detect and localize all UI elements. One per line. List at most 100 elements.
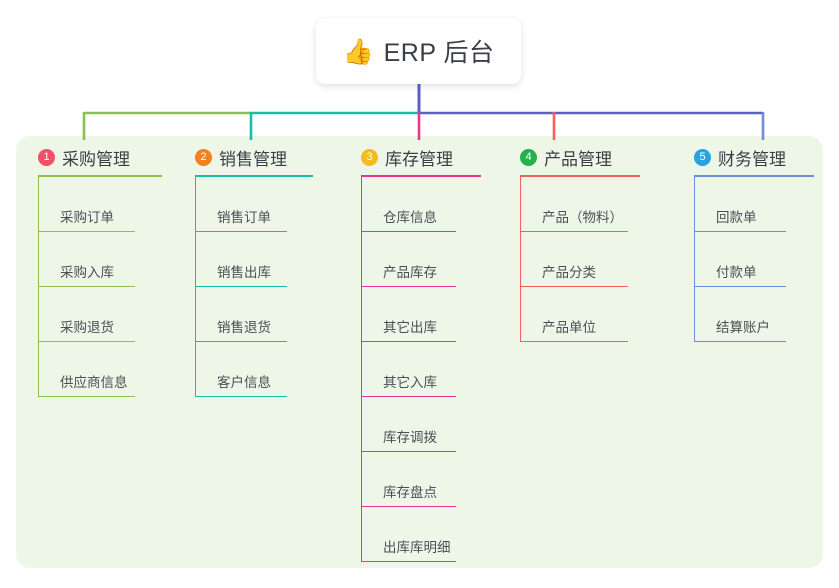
list-item-underline bbox=[38, 396, 135, 397]
list-item-label: 结算账户 bbox=[716, 320, 770, 335]
list-item[interactable]: 客户信息 bbox=[195, 342, 341, 397]
branch-items: 回款单 付款单 结算账户 bbox=[694, 177, 823, 342]
branch-badge: 1 bbox=[38, 148, 55, 166]
branch-underline bbox=[38, 175, 162, 177]
list-item-label: 采购订单 bbox=[60, 210, 114, 225]
list-item-underline bbox=[361, 561, 456, 562]
list-item-underline bbox=[520, 286, 628, 287]
thumbs-up-icon: 👍 bbox=[342, 36, 374, 66]
root-node[interactable]: 👍 ERP 后台 bbox=[316, 18, 521, 84]
branch-items: 采购订单 采购入库 采购退货 供应商信息 bbox=[38, 177, 181, 397]
list-item-underline bbox=[195, 231, 287, 232]
list-item-label: 销售退货 bbox=[217, 320, 271, 335]
list-item[interactable]: 付款单 bbox=[694, 232, 823, 287]
list-item-underline bbox=[38, 341, 135, 342]
branch-header[interactable]: 1 采购管理 bbox=[38, 136, 181, 172]
branch-items: 销售订单 销售出库 销售退货 客户信息 bbox=[195, 177, 341, 397]
branch-columns: 1 采购管理 采购订单 采购入库 采购退货 供应商信 bbox=[16, 136, 823, 568]
branch-header[interactable]: 3 库存管理 bbox=[361, 136, 506, 172]
list-item-underline bbox=[694, 231, 786, 232]
list-item-label: 客户信息 bbox=[217, 375, 271, 390]
list-item-underline bbox=[361, 231, 456, 232]
branch-title: 销售管理 bbox=[219, 149, 287, 169]
branch-title: 库存管理 bbox=[385, 149, 453, 169]
list-item-underline bbox=[361, 451, 456, 452]
list-item-label: 产品单位 bbox=[542, 320, 596, 335]
branch-spine bbox=[195, 177, 196, 397]
branch-column-purchasing: 1 采购管理 采购订单 采购入库 采购退货 供应商信 bbox=[16, 136, 181, 568]
branch-underline bbox=[195, 175, 313, 177]
list-item-label: 供应商信息 bbox=[60, 375, 128, 390]
list-item-label: 库存盘点 bbox=[383, 485, 437, 500]
list-item-underline bbox=[361, 341, 456, 342]
list-item-label: 产品库存 bbox=[383, 265, 437, 280]
list-item-label: 产品分类 bbox=[542, 265, 596, 280]
list-item[interactable]: 销售出库 bbox=[195, 232, 341, 287]
list-item[interactable]: 其它入库 bbox=[361, 342, 506, 397]
list-item[interactable]: 仓库信息 bbox=[361, 177, 506, 232]
branch-badge: 3 bbox=[361, 148, 378, 166]
branch-spine bbox=[694, 177, 695, 342]
list-item-label: 出库库明细 bbox=[383, 540, 451, 555]
list-item-underline bbox=[361, 396, 456, 397]
branch-title: 产品管理 bbox=[544, 149, 612, 169]
root-title: ERP 后台 bbox=[383, 39, 495, 67]
list-item-underline bbox=[361, 506, 456, 507]
list-item-label: 产品（物料） bbox=[542, 210, 623, 225]
list-item-underline bbox=[195, 396, 287, 397]
list-item-underline bbox=[195, 286, 287, 287]
branch-header[interactable]: 2 销售管理 bbox=[195, 136, 341, 172]
list-item[interactable]: 库存调拨 bbox=[361, 397, 506, 452]
list-item-underline bbox=[520, 341, 628, 342]
list-item-label: 其它入库 bbox=[383, 375, 437, 390]
list-item[interactable]: 结算账户 bbox=[694, 287, 823, 342]
list-item[interactable]: 销售订单 bbox=[195, 177, 341, 232]
list-item[interactable]: 回款单 bbox=[694, 177, 823, 232]
branches-panel bbox=[16, 136, 823, 568]
list-item-underline bbox=[520, 231, 628, 232]
list-item[interactable]: 采购退货 bbox=[38, 287, 181, 342]
list-item[interactable]: 出库库明细 bbox=[361, 507, 506, 562]
list-item[interactable]: 采购订单 bbox=[38, 177, 181, 232]
list-item-label: 采购退货 bbox=[60, 320, 114, 335]
branch-column-sales: 2 销售管理 销售订单 销售出库 销售退货 客户信息 bbox=[181, 136, 341, 568]
branch-badge: 2 bbox=[195, 148, 212, 166]
list-item[interactable]: 产品（物料） bbox=[520, 177, 676, 232]
branch-column-finance: 5 财务管理 回款单 付款单 结算账户 bbox=[676, 136, 823, 568]
list-item[interactable]: 采购入库 bbox=[38, 232, 181, 287]
list-item-label: 仓库信息 bbox=[383, 210, 437, 225]
list-item-label: 销售出库 bbox=[217, 265, 271, 280]
list-item[interactable]: 产品分类 bbox=[520, 232, 676, 287]
branch-underline bbox=[694, 175, 814, 177]
list-item[interactable]: 销售退货 bbox=[195, 287, 341, 342]
branch-header[interactable]: 5 财务管理 bbox=[694, 136, 823, 172]
list-item-label: 回款单 bbox=[716, 210, 757, 225]
list-item-label: 其它出库 bbox=[383, 320, 437, 335]
branch-underline bbox=[520, 175, 640, 177]
list-item[interactable]: 供应商信息 bbox=[38, 342, 181, 397]
list-item-label: 库存调拨 bbox=[383, 430, 437, 445]
branch-spine bbox=[520, 177, 521, 342]
branch-spine bbox=[38, 177, 39, 397]
branch-items: 仓库信息 产品库存 其它出库 其它入库 库存调拨 bbox=[361, 177, 506, 562]
list-item-underline bbox=[195, 341, 287, 342]
list-item[interactable]: 产品库存 bbox=[361, 232, 506, 287]
list-item-label: 付款单 bbox=[716, 265, 757, 280]
branch-column-product: 4 产品管理 产品（物料） 产品分类 产品单位 bbox=[506, 136, 676, 568]
list-item-underline bbox=[38, 286, 135, 287]
branch-header[interactable]: 4 产品管理 bbox=[520, 136, 676, 172]
branch-badge: 4 bbox=[520, 148, 537, 166]
list-item-underline bbox=[694, 286, 786, 287]
list-item[interactable]: 库存盘点 bbox=[361, 452, 506, 507]
list-item[interactable]: 其它出库 bbox=[361, 287, 506, 342]
list-item-underline bbox=[361, 286, 456, 287]
list-item-label: 销售订单 bbox=[217, 210, 271, 225]
branch-items: 产品（物料） 产品分类 产品单位 bbox=[520, 177, 676, 342]
list-item-underline bbox=[38, 231, 135, 232]
branch-badge: 5 bbox=[694, 148, 711, 166]
branch-title: 采购管理 bbox=[62, 149, 130, 169]
branch-underline bbox=[361, 175, 481, 177]
branch-spine bbox=[361, 177, 362, 562]
list-item[interactable]: 产品单位 bbox=[520, 287, 676, 342]
list-item-label: 采购入库 bbox=[60, 265, 114, 280]
